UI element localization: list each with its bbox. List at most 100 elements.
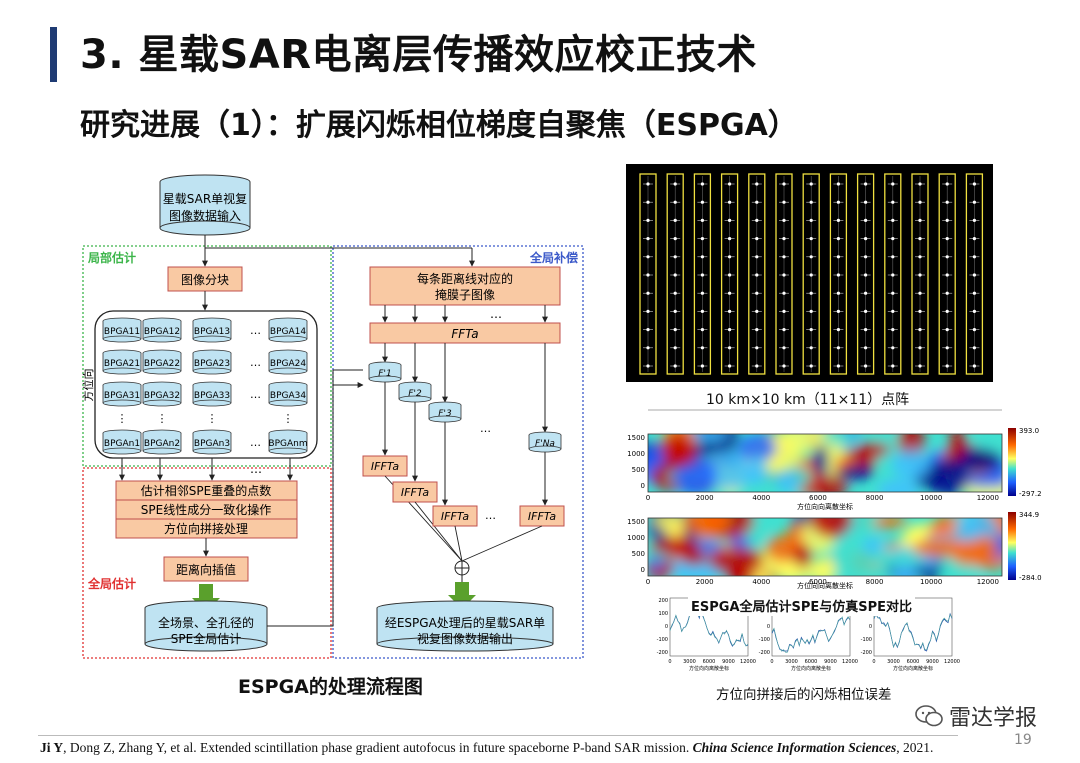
heat-xtick: 8000 <box>866 494 884 502</box>
mask-line1: 每条距离线对应的 <box>417 271 513 286</box>
bpga-cylinder: BPGAn3 <box>192 429 232 455</box>
bpga-ellipsis: … <box>250 356 261 369</box>
small-xtick: 12000 <box>944 659 960 665</box>
f-prime-cylinder: F'Na <box>528 431 562 453</box>
f-prime-label: F'3 <box>438 409 452 419</box>
page-number: 19 <box>1014 732 1032 748</box>
small-xlabel: 方位向向离散坐标 <box>689 665 729 672</box>
heat-xtick: 0 <box>646 494 650 502</box>
colorbar-2 <box>1008 512 1016 580</box>
heat-ytick: 500 <box>632 466 645 474</box>
small-xlabel: 方位向向离散坐标 <box>893 665 933 672</box>
small-xtick: 3000 <box>887 659 900 665</box>
bpga-vellipsis: ⋮ <box>283 412 294 425</box>
flowchart-caption: ESPGA的处理流程图 <box>238 676 423 698</box>
cbar1-max: 393.0 <box>1019 427 1039 435</box>
slide-title: 3. 星载SAR电离层传播效应校正技术 <box>80 32 758 78</box>
slide-subtitle: 研究进展（1）：扩展闪烁相位梯度自聚焦（ESPGA） <box>80 108 798 143</box>
heat-xtick: 2000 <box>696 494 714 502</box>
step-points-label: 估计相邻SPE重叠的点数 <box>141 483 271 498</box>
espga-flowchart: 星载SAR单视复 图像数据输入 局部估计 全局补偿 全局估计 图像分块 方位向 … <box>81 174 584 659</box>
small-xtick: 9000 <box>722 659 735 665</box>
mask-ellipsis: … <box>490 307 502 321</box>
bpga-cylinder: BPGA22 <box>142 349 182 375</box>
bpga-cylinder: BPGAn2 <box>142 429 182 455</box>
ifft-ellipsis: … <box>485 509 496 522</box>
small-ytick: 200 <box>658 598 668 604</box>
heat-xtick: 6000 <box>809 578 827 586</box>
f-prime-cylinder: F'1 <box>368 361 402 383</box>
heat-xtick: 12000 <box>977 578 999 586</box>
image-split-label: 图像分块 <box>181 273 229 287</box>
small-plot-line-teal <box>669 605 749 647</box>
f-prime-cylinders: F'1F'2F'3F'Na … <box>368 343 562 453</box>
heat-ytick: 0 <box>641 482 645 490</box>
bpga-cylinder: BPGAn1 <box>102 429 142 455</box>
small-xtick: 9000 <box>824 659 837 665</box>
bpga-cylinder: BPGAnm <box>268 429 308 455</box>
input-cylinder: 星载SAR单视复 图像数据输入 <box>159 174 251 236</box>
small-ytick: -100 <box>759 637 770 643</box>
bpga-label: BPGA22 <box>144 359 180 369</box>
small-xtick: 6000 <box>703 659 716 665</box>
small-plot-line-teal <box>873 612 953 651</box>
small-ytick: -200 <box>861 650 872 656</box>
bpga-cylinder: BPGA34 <box>268 381 308 407</box>
heat-ytick: 1000 <box>627 534 645 542</box>
mask-line2: 掩膜子图像 <box>435 288 495 302</box>
steps-ellipsis: … <box>250 462 262 476</box>
output-line2: 视复图像数据输出 <box>417 631 513 646</box>
global-estimation-label: 全局估计 <box>87 576 136 591</box>
phase-error-caption: 方位向拼接后的闪烁相位误差 <box>716 687 892 703</box>
range-interp-box <box>163 556 249 582</box>
heat-ytick: 500 <box>632 550 645 558</box>
colorbar-1 <box>1008 428 1016 496</box>
heat-ytick: 1500 <box>627 434 645 442</box>
bpga-cylinder: BPGA11 <box>102 317 142 343</box>
small-ytick: -100 <box>657 637 668 643</box>
range-interp-label: 距离向插值 <box>176 562 236 577</box>
logo-text: 雷达学报 <box>949 706 1038 731</box>
bpga-label: BPGA23 <box>194 359 230 369</box>
bpga-label: BPGAn1 <box>104 439 140 449</box>
f-ellipsis: … <box>480 422 491 435</box>
heat-ytick: 0 <box>641 566 645 574</box>
bpga-label: BPGA13 <box>194 327 230 337</box>
local-estimation-region <box>82 245 332 467</box>
small-plot-line-teal <box>771 616 851 653</box>
small-xtick: 9000 <box>926 659 939 665</box>
wechat-icon <box>915 705 943 727</box>
journal-logo[interactable]: 雷达学报 <box>915 700 1037 732</box>
small-ytick: 0 <box>869 624 872 630</box>
citation-body: , Dong Z, Zhang Y, et al. Extended scint… <box>63 740 693 755</box>
spe-out-line2: SPE全局估计 <box>171 631 241 646</box>
bpga-label: BPGA31 <box>104 391 140 401</box>
fft-label: FFTa <box>451 327 478 341</box>
bpga-vellipsis: ⋮ <box>207 412 218 425</box>
image-split-box <box>167 266 243 292</box>
bpga-cylinder: BPGA12 <box>142 317 182 343</box>
bpga-ellipsis: … <box>250 436 261 449</box>
citation: Ji Y, Dong Z, Zhang Y, et al. Extended s… <box>40 740 933 756</box>
small-xtick: 12000 <box>740 659 756 665</box>
heat2-xlabel: 方位向向离散坐标 <box>797 581 853 590</box>
f-prime-label: F'2 <box>408 389 422 399</box>
bpga-label: BPGA21 <box>104 359 140 369</box>
global-compensation-label: 全局补偿 <box>529 250 578 265</box>
small-ytick: -100 <box>861 637 872 643</box>
small-ytick: 0 <box>767 624 770 630</box>
bpga-cylinder: BPGA13 <box>192 317 232 343</box>
small-ytick: 0 <box>665 624 668 630</box>
step-linear-label: SPE线性成分一致化操作 <box>141 502 271 517</box>
spe-global-cylinder: 全场景、全孔径的 SPE全局估计 <box>144 600 268 652</box>
small-xtick: 0 <box>872 659 875 665</box>
bpga-cylinder: BPGA33 <box>192 381 232 407</box>
bpga-label: BPGA34 <box>270 391 306 401</box>
bpga-vellipsis: ⋮ <box>157 412 168 425</box>
citation-journal: China Science Information Sciences <box>692 740 897 755</box>
small-xtick: 0 <box>668 659 671 665</box>
fft-box <box>369 322 561 344</box>
citation-author: Ji Y <box>40 740 64 755</box>
